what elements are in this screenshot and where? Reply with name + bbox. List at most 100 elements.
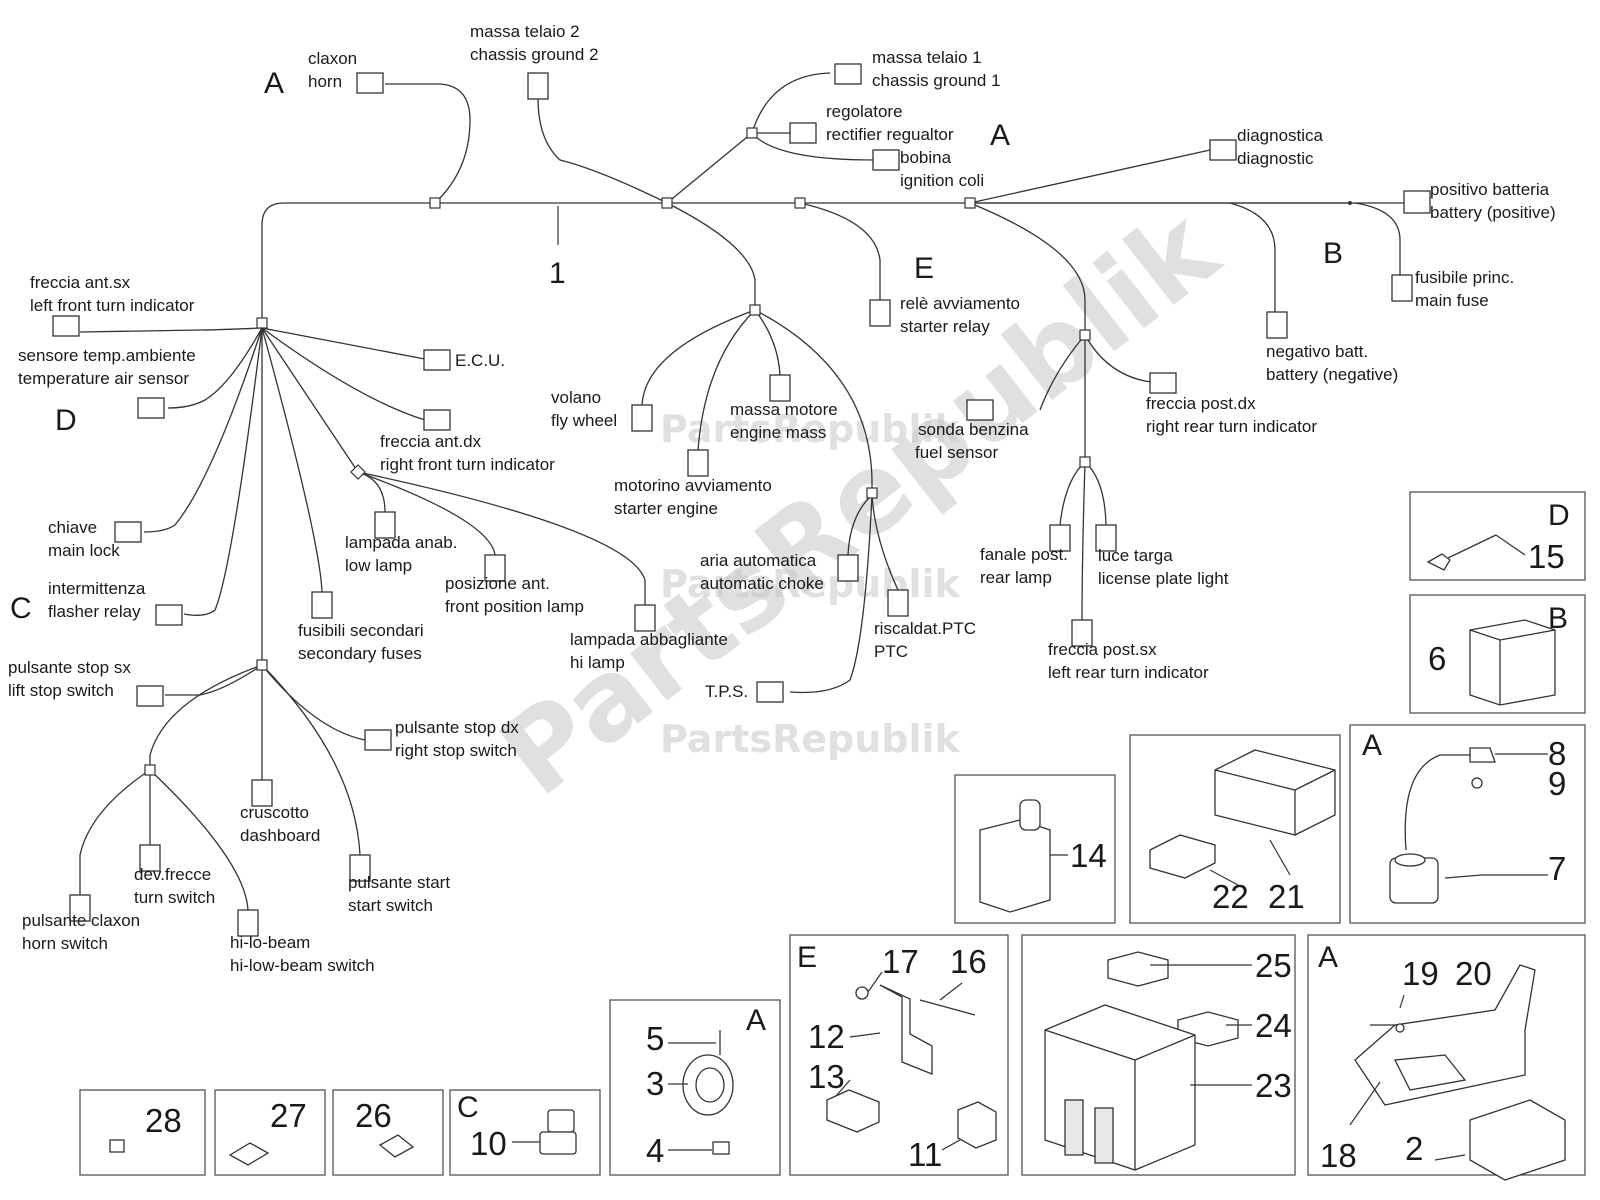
- watermark-small-1: PartsRepublik: [660, 407, 961, 451]
- label-secondary-fuses-en: secondary fuses: [298, 644, 422, 663]
- label-chassis-ground-1-en: chassis ground 1: [872, 71, 1001, 90]
- label-battery-positive-en: battery (positive): [1430, 203, 1556, 222]
- label-temp-sensor-it: sensore temp.ambiente: [18, 346, 196, 365]
- part-number-14: 14: [1070, 837, 1107, 874]
- label-right-stop-switch-it: pulsante stop dx: [395, 718, 519, 737]
- label-main-lock-it: chiave: [48, 518, 97, 537]
- part-number-3: 3: [646, 1065, 664, 1102]
- part-box-27: 27: [214, 1089, 326, 1176]
- part-number-23: 23: [1255, 1067, 1292, 1104]
- part-box-letter-a-coil: A: [1362, 729, 1382, 762]
- part-number-28: 28: [145, 1102, 182, 1139]
- label-flasher-relay-it: intermittenza: [48, 579, 146, 598]
- label-horn-switch-it: pulsante claxon: [22, 911, 140, 930]
- label-right-stop-switch-en: right stop switch: [395, 741, 517, 760]
- label-rectifier-it: regolatore: [826, 102, 903, 121]
- part-number-25: 25: [1255, 947, 1292, 984]
- part-number-22: 22: [1212, 878, 1249, 915]
- label-flasher-relay-en: flasher relay: [48, 602, 141, 621]
- part-number-4: 4: [646, 1132, 664, 1169]
- harness-nodes: [144, 127, 1352, 776]
- zone-letter-c: C: [10, 592, 32, 625]
- zone-letter-e: E: [914, 252, 934, 285]
- label-tps: T.P.S.: [705, 682, 748, 701]
- part-number-5: 5: [646, 1020, 664, 1057]
- label-left-rear-indicator-en: left rear turn indicator: [1048, 663, 1209, 682]
- part-box-letter-a-ecu: A: [1318, 941, 1338, 974]
- label-ptc-it: riscaldat.PTC: [874, 619, 976, 638]
- label-battery-negative-en: battery (negative): [1266, 365, 1398, 384]
- label-right-front-indicator-it: freccia ant.dx: [380, 432, 482, 451]
- label-horn-it: claxon: [308, 49, 357, 68]
- harness-number: 1: [549, 257, 566, 290]
- label-license-plate-light-en: license plate light: [1098, 569, 1229, 588]
- zone-letters: A A B C D E 1: [10, 67, 1343, 625]
- label-diagnostic-en: diagnostic: [1237, 149, 1314, 168]
- label-low-lamp-en: low lamp: [345, 556, 412, 575]
- label-rear-lamp-it: fanale post.: [980, 545, 1068, 564]
- label-starter-engine-it: motorino avviamento: [614, 476, 772, 495]
- part-box-fuse-21-22: 22 21: [1129, 734, 1341, 924]
- label-ptc-en: PTC: [874, 642, 908, 661]
- part-number-19: 19: [1402, 955, 1439, 992]
- label-left-stop-switch-it: pulsante stop sx: [8, 658, 131, 677]
- label-dashboard-en: dashboard: [240, 826, 320, 845]
- part-number-10: 10: [470, 1125, 507, 1162]
- label-right-rear-indicator-en: right rear turn indicator: [1146, 417, 1317, 436]
- label-diagnostic-it: diagnostica: [1237, 126, 1324, 145]
- label-fly-wheel-it: volano: [551, 388, 601, 407]
- part-box-relay-e: E 17 16 12 13 11: [789, 934, 1009, 1176]
- label-horn-switch-en: horn switch: [22, 934, 108, 953]
- label-start-switch-it: pulsante start: [348, 873, 450, 892]
- label-battery-positive-it: positivo batteria: [1430, 180, 1550, 199]
- label-front-position-lamp-en: front position lamp: [445, 597, 584, 616]
- part-box-fuse-holder: 25 24 23: [1021, 934, 1296, 1176]
- zone-letter-b: B: [1323, 237, 1343, 270]
- label-left-rear-indicator-it: freccia post.sx: [1048, 640, 1157, 659]
- part-number-18: 18: [1320, 1137, 1357, 1174]
- label-fuel-sensor-it: sonda benzina: [918, 420, 1029, 439]
- part-number-20: 20: [1455, 955, 1492, 992]
- part-number-27: 27: [270, 1097, 307, 1134]
- label-secondary-fuses-it: fusibili secondari: [298, 621, 424, 640]
- label-ecu: E.C.U.: [455, 351, 505, 370]
- part-number-8: 8: [1548, 735, 1566, 772]
- part-box-bolt-d: D 15: [1409, 491, 1586, 581]
- label-left-front-indicator-en: left front turn indicator: [30, 296, 195, 315]
- label-chassis-ground-1-it: massa telaio 1: [872, 48, 982, 67]
- label-ignition-coil-en: ignition coli: [900, 171, 984, 190]
- label-dashboard-it: cruscotto: [240, 803, 309, 822]
- watermark-small-2: PartsRepublik: [660, 562, 961, 606]
- label-auto-choke-it: aria automatica: [700, 551, 817, 570]
- label-fly-wheel-en: fly wheel: [551, 411, 617, 430]
- label-rectifier-en: rectifier regualtor: [826, 125, 954, 144]
- label-chassis-ground-2-it: massa telaio 2: [470, 22, 580, 41]
- part-number-24: 24: [1255, 1007, 1292, 1044]
- part-box-letter-a-horn: A: [746, 1004, 766, 1037]
- part-box-letter-b: B: [1548, 602, 1568, 635]
- label-temp-sensor-en: temperature air sensor: [18, 369, 189, 388]
- watermark-small-3: PartsRepublik: [660, 717, 961, 761]
- part-number-26: 26: [355, 1097, 392, 1134]
- part-number-21: 21: [1268, 878, 1305, 915]
- watermark: PartsRepublik PartsRepublik PartsRepubli…: [477, 184, 1242, 821]
- label-main-fuse-it: fusibile princ.: [1415, 268, 1514, 287]
- label-fuel-sensor-en: fuel sensor: [915, 443, 998, 462]
- part-box-letter-d: D: [1548, 499, 1570, 532]
- part-box-horn-a: A 5 3 4: [609, 999, 781, 1176]
- part-number-17: 17: [882, 943, 919, 980]
- zone-letter-d: D: [55, 404, 77, 437]
- label-front-position-lamp-it: posizione ant.: [445, 574, 550, 593]
- part-box-relay-c: C 10: [449, 1089, 601, 1176]
- part-number-2: 2: [1405, 1130, 1423, 1167]
- label-turn-switch-it: dev.frecce: [134, 865, 211, 884]
- label-main-fuse-en: main fuse: [1415, 291, 1489, 310]
- label-hi-lamp-en: hi lamp: [570, 653, 625, 672]
- part-number-12: 12: [808, 1018, 845, 1055]
- label-battery-negative-it: negativo batt.: [1266, 342, 1368, 361]
- harness-connectors: [52, 63, 1431, 937]
- label-auto-choke-en: automatic choke: [700, 574, 824, 593]
- harness-wires: [79, 72, 1404, 911]
- part-box-ecu-a: A 19 20 18 2: [1307, 934, 1586, 1181]
- part-number-6: 6: [1428, 640, 1446, 677]
